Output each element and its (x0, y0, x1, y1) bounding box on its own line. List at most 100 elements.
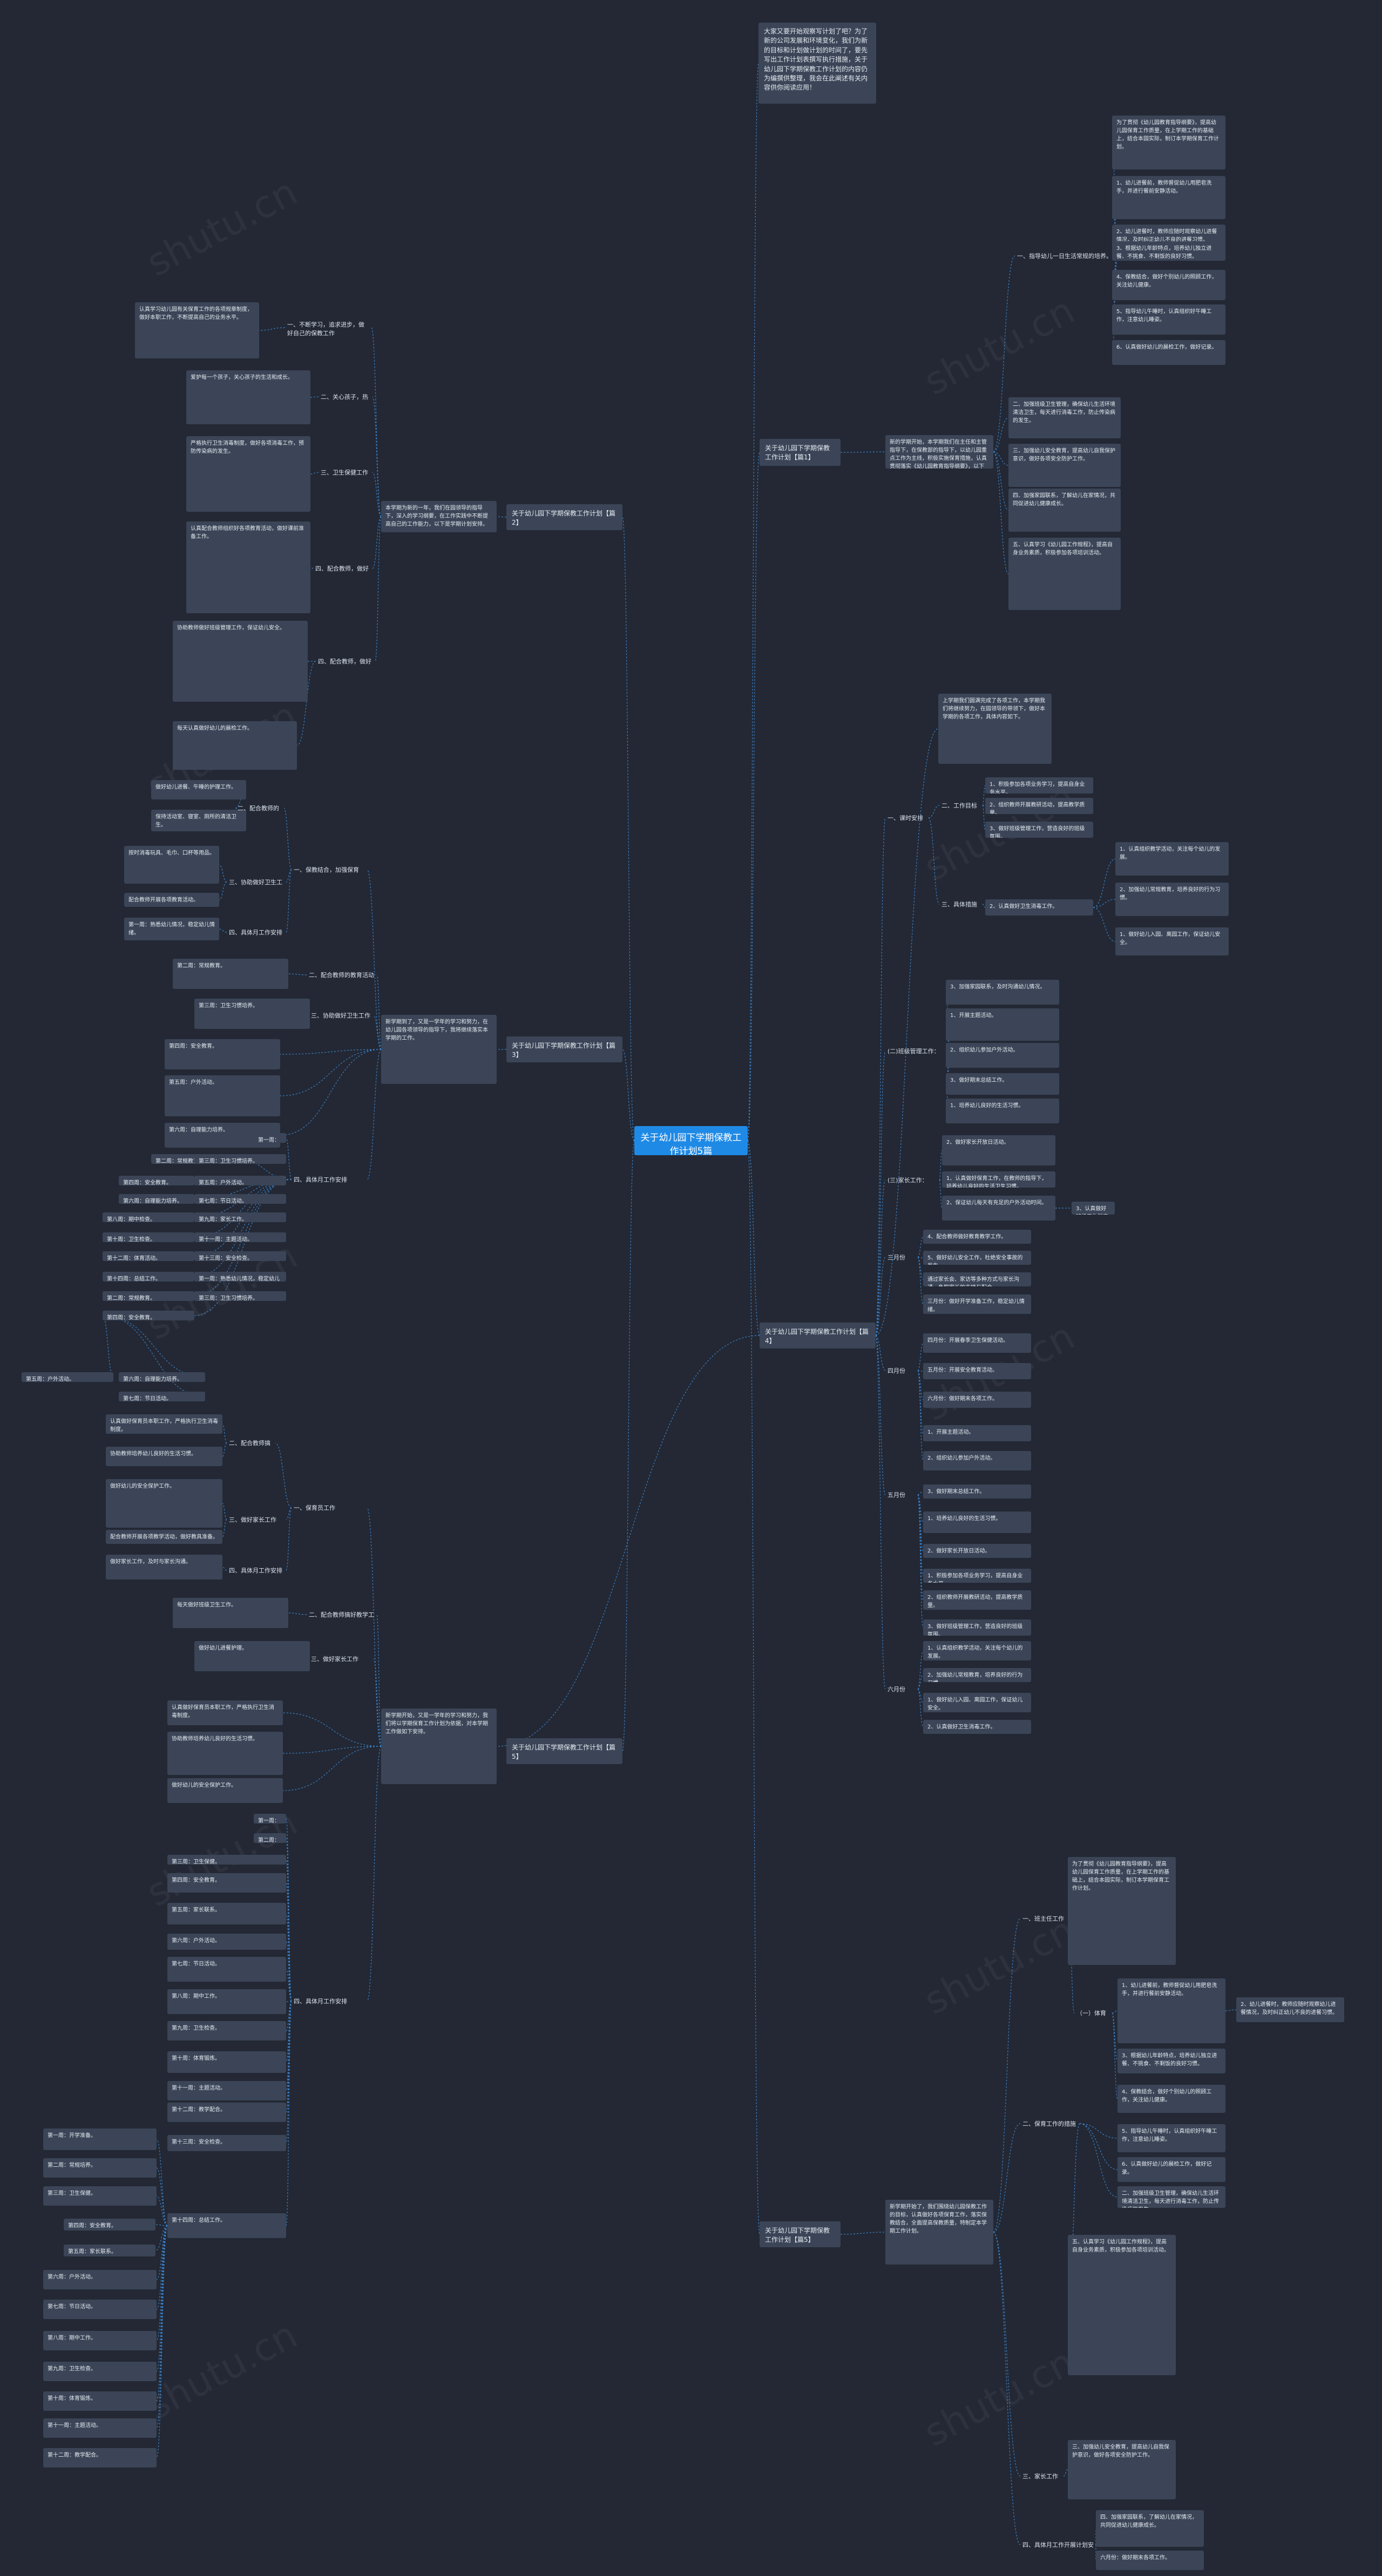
week-item[interactable]: 第十二周：教学配合。 (43, 2448, 157, 2467)
detail-box[interactable]: 认真做好保育员本职工作，严格执行卫生消毒制度。 (167, 1700, 283, 1725)
detail-box[interactable]: 1、开展主题活动。 (946, 1008, 1059, 1041)
branch-daily-routine[interactable]: 一、指导幼儿一日生活常规的培养。 (1017, 253, 1112, 260)
week-item[interactable]: 第五周：户外活动。 (22, 1372, 113, 1382)
detail-box[interactable]: 为了贯彻《幼儿园教育指导纲要》，提高幼儿园保育工作质量，在上学期工作的基础上，结… (1112, 116, 1225, 170)
detail-box[interactable]: 3、做好期末总结工作。 (946, 1073, 1059, 1095)
week-item[interactable]: 第三周：卫生保健。 (43, 2186, 157, 2206)
week-item[interactable]: 第十周：体育锻炼。 (43, 2391, 157, 2411)
week-item[interactable]: 第七周：节日活动。 (43, 2300, 157, 2319)
detail-box[interactable]: 2、做好家长开放日活动。 (923, 1544, 1031, 1558)
detail-box[interactable]: 爱护每一个孩子，关心孩子的生活和成长。 (186, 370, 310, 424)
detail-box[interactable]: 2、加强幼儿常规教育，培养良好的行为习惯。 (1115, 883, 1229, 916)
detail-box[interactable]: 3、做好期末总结工作。 (923, 1484, 1031, 1499)
week-item[interactable]: 第九周：卫生检查。 (167, 2021, 286, 2041)
week-item[interactable]: 第三周：卫生习惯培养。 (194, 1291, 286, 1301)
detail-box[interactable]: 1、积极参加各项业务学习，提高自身业务水平。 (923, 1569, 1031, 1583)
detail-box[interactable]: 做好幼儿进餐护理。 (194, 1641, 310, 1671)
week-item[interactable]: 第三周：卫生习惯培养。 (194, 1154, 286, 1164)
branch-teaching[interactable]: 四、配合教师，做好教育活动 (315, 565, 369, 572)
detail-box[interactable]: 1、开展主题活动。 (923, 1425, 1031, 1441)
branch-month-plan[interactable]: 四、具体月工作安排 (294, 1176, 347, 1183)
week-item[interactable]: 第十一周：主题活动。 (194, 1232, 286, 1242)
detail-box[interactable]: 第四周：安全教育。 (165, 1039, 280, 1069)
detail-box[interactable]: 认真配合教师组织好各项教育活动，做好课前准备工作。 (186, 521, 310, 613)
detail-box[interactable]: 2、认真做好卫生消毒工作。 (923, 1720, 1031, 1734)
detail-box[interactable]: 4、配合教师做好教育教学工作。 (923, 1230, 1031, 1244)
detail-box[interactable]: 每天做好班级卫生工作。 (173, 1598, 288, 1628)
branch-teaching-coop[interactable]: 二、配合教师搞好教学工作 (309, 1611, 374, 1618)
detail-box[interactable]: 2、加强幼儿常规教育，培养良好的行为习惯。 (923, 1668, 1031, 1682)
week-item[interactable]: 第一周：熟悉幼儿情况，稳定幼儿情绪。 (194, 1272, 286, 1282)
branch-parent[interactable]: 三、做好家长工作 (311, 1656, 358, 1663)
detail-box[interactable]: 配合教师开展各项教学活动，做好教具准备。 (106, 1530, 222, 1544)
branch-caregiver-sub-2[interactable]: 三、做好家长工作 (229, 1516, 276, 1523)
branch-caregiver-sub[interactable]: 二、配合教师搞好教学工作 (229, 1440, 270, 1447)
detail-box[interactable]: 2、组织教师开展教研活动，提高教学质量。 (985, 798, 1093, 814)
detail-box[interactable]: 1、认真组织教学活动，关注每个幼儿的发展。 (923, 1641, 1031, 1660)
detail-box[interactable]: 2、组织教师开展教研活动，提高教学质量。 (923, 1590, 1031, 1610)
detail-box[interactable]: 配合教师开展各项教育活动。 (124, 893, 219, 907)
hub-article-2[interactable]: 关于幼儿园下学期保教工作计划【篇2】 (506, 504, 622, 530)
hub-article-1[interactable]: 关于幼儿园下学期保教工作计划【篇1】 (760, 439, 841, 466)
week-item[interactable]: 第二周：常规培养。 (43, 2158, 157, 2178)
branch-parent-work-2[interactable]: 三、家长工作 (1022, 2473, 1058, 2480)
week-item[interactable]: 第四周：安全教育。 (167, 1873, 286, 1893)
week-item[interactable]: 第九周：家长工作。 (194, 1212, 286, 1222)
detail-box[interactable]: 按时消毒玩具、毛巾、口杯等用品。 (124, 846, 219, 884)
branch-measures[interactable]: 三、具体措施 (941, 901, 977, 908)
detail-box[interactable]: 2、认真做好卫生消毒工作。 (985, 899, 1093, 916)
detail-box[interactable]: 3、做好班级管理工作，营造良好的班级氛围。 (923, 1619, 1031, 1636)
week-item[interactable]: 第五周：家长联系。 (167, 1903, 286, 1924)
detail-box[interactable]: 3、加强家园联系，及时沟通幼儿情况。 (946, 980, 1059, 1005)
detail-box[interactable]: 5、指导幼儿午睡时，认真组织好午睡工作，注意幼儿睡姿。 (1117, 2124, 1225, 2152)
detail-box[interactable]: 3、认真做好班级卫生消毒工作。 (1072, 1202, 1115, 1215)
week-item[interactable]: 第二周：常规教育。 (103, 1291, 194, 1301)
detail-box[interactable]: 3、根据幼儿年龄特点，培养幼儿独立进餐、不挑食、不剩饭的良好习惯。 (1112, 241, 1225, 261)
branch-care-combine[interactable]: 一、保教结合，加强保育 (294, 866, 359, 873)
detail-box[interactable]: 六月份：做好期末各项工作。 (1096, 2551, 1204, 2570)
week-item[interactable]: 第七周：节日活动。 (194, 1194, 286, 1204)
detail-box[interactable]: 5、指导幼儿午睡时，认真组织好午睡工作，注意幼儿睡姿。 (1112, 304, 1225, 335)
detail-box[interactable]: 5、做好幼儿安全工作，杜绝安全事故的发生。 (923, 1251, 1031, 1265)
detail-box[interactable]: 第五周：户外活动。 (165, 1075, 280, 1116)
week-item[interactable]: 第一周：熟悉幼儿情况，稳定幼儿情绪。 (254, 1133, 286, 1143)
detail-box[interactable]: 2、组织幼儿参加户外活动。 (946, 1043, 1059, 1068)
detail-box[interactable]: 三、加强幼儿安全教育，提高幼儿自我保护意识，做好各项安全防护工作。 (1008, 444, 1121, 487)
week-item[interactable]: 第六周：自理能力培养。 (119, 1194, 194, 1204)
week-item[interactable]: 第六周：户外活动。 (43, 2270, 157, 2289)
week-item[interactable]: 第十一周：主题活动。 (43, 2418, 157, 2438)
detail-box[interactable]: 二、加强班级卫生管理，确保幼儿生活环境清洁卫生，每天进行消毒工作，防止传染病的发… (1008, 397, 1121, 438)
week-item[interactable]: 第六周：户外活动。 (167, 1934, 286, 1950)
detail-box[interactable]: 协助教师培养幼儿良好的生活习惯。 (106, 1447, 222, 1466)
branch-march[interactable]: 三月份 (888, 1254, 905, 1261)
detail-box[interactable]: 4、保教结合，做好个别幼儿的照顾工作，关注幼儿健康。 (1117, 2085, 1225, 2113)
detail-box[interactable]: 1、做好幼儿入园、离园工作，保证幼儿安全。 (923, 1693, 1031, 1712)
week-item[interactable]: 第三周：卫生保健。 (167, 1855, 286, 1865)
week-item[interactable]: 第十四周：总结工作。 (103, 1272, 194, 1282)
branch-sports[interactable]: （一）体育工作 (1076, 2010, 1106, 2017)
week-item[interactable]: 第十二周：体育活动。 (103, 1251, 194, 1261)
week-item[interactable]: 第八周：期中检查。 (103, 1212, 194, 1222)
detail-box[interactable]: 第二周：常规教育。 (173, 959, 288, 989)
branch-june[interactable]: 六月份 (888, 1686, 905, 1693)
week-item[interactable]: 第九周：卫生检查。 (43, 2362, 157, 2381)
detail-box[interactable]: 1、认真做好保育工作，在教师的指导下，培养幼儿良好的生活卫生习惯。 (942, 1171, 1055, 1188)
hub3-intro[interactable]: 新学期到了，又是一学年的学习和努力，在幼儿园各项领导的指导下，我将继续落实本学期… (381, 1015, 497, 1084)
branch-care[interactable]: 二、关心孩子，热心工作 (321, 394, 368, 401)
detail-box[interactable]: 3、做好班级管理工作，营造良好的班级氛围。 (985, 822, 1093, 838)
detail-box[interactable]: 六月份：做好期末各项工作。 (923, 1392, 1031, 1408)
week-item[interactable]: 第八周：期中工作。 (167, 1989, 286, 2014)
detail-box[interactable]: 1、积极参加各项业务学习，提高自身业务水平。 (985, 777, 1093, 794)
week-item[interactable]: 第一周：开学准备。 (43, 2128, 157, 2150)
branch-study[interactable]: 一、不断学习，追求进步，做好自己的保教工作 (287, 321, 364, 336)
week-item[interactable]: 第十三周：安全检查。 (167, 2135, 286, 2151)
detail-box[interactable]: 2、组织幼儿参加户外活动。 (923, 1451, 1031, 1470)
detail-box[interactable]: 1、做好幼儿入园、离园工作，保证幼儿安全。 (1115, 927, 1229, 955)
branch-routine-2[interactable]: 三、协助做好卫生工作 (229, 879, 282, 886)
detail-box[interactable]: 每天认真做好幼儿的晨检工作。 (173, 721, 297, 770)
hub-article-6[interactable]: 关于幼儿园下学期保教工作计划【篇5】 (760, 2221, 841, 2247)
branch-goals[interactable]: 二、工作目标 (941, 802, 977, 809)
detail-box[interactable]: 1、培养幼儿良好的生活习惯。 (946, 1099, 1059, 1123)
week-item[interactable]: 第十三周：安全检查。 (194, 1251, 286, 1261)
detail-box[interactable]: 第一周：熟悉幼儿情况，稳定幼儿情绪。 (124, 918, 219, 940)
